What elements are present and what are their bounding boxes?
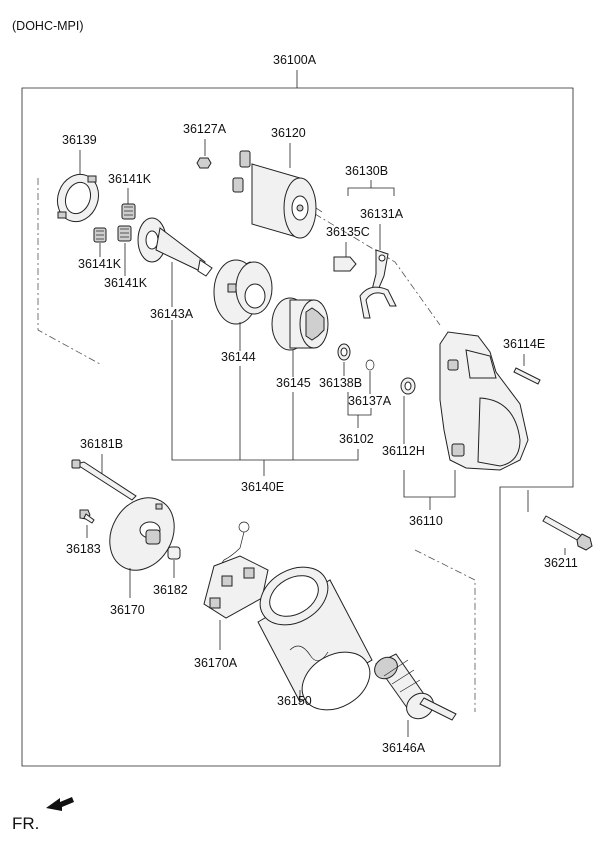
callout-36112H: 36112H — [382, 444, 425, 458]
callout-36110: 36110 — [409, 514, 443, 528]
stop-ring-part — [337, 343, 351, 361]
callout-36143A: 36143A — [150, 307, 194, 321]
brush-holder-part — [203, 521, 269, 619]
callout-36131A: 36131A — [360, 207, 404, 221]
callout-36141K-right: 36141K — [104, 276, 148, 290]
bushing-part — [400, 377, 416, 395]
stud-part — [513, 367, 541, 385]
internal-gear-part — [213, 259, 273, 325]
callout-36137A: 36137A — [348, 394, 392, 408]
callout-36141K-top: 36141K — [108, 172, 152, 186]
callout-36145: 36145 — [276, 376, 311, 390]
callout-36170: 36170 — [110, 603, 145, 617]
front-cover-part — [56, 173, 100, 223]
planet-gear-right — [117, 225, 132, 242]
callout-36211: 36211 — [544, 556, 578, 570]
callout-36181B: 36181B — [80, 437, 123, 451]
yoke-part — [257, 566, 373, 711]
callout-36146A: 36146A — [382, 741, 426, 755]
clutch-part — [271, 297, 329, 351]
callout-36140E: 36140E — [241, 480, 284, 494]
plunger-part — [333, 256, 357, 272]
callout-36120: 36120 — [271, 126, 306, 140]
callout-36144: 36144 — [221, 350, 256, 364]
through-bolt-part — [542, 515, 593, 551]
alignment-line-lower — [414, 549, 476, 712]
nut-part — [196, 157, 212, 169]
callout-36102: 36102 — [339, 432, 374, 446]
planet-gear-top — [121, 203, 136, 220]
callout-36139: 36139 — [62, 133, 97, 147]
callout-36182: 36182 — [153, 583, 188, 597]
solenoid-part — [232, 150, 323, 239]
alignment-line-upper — [37, 178, 101, 365]
callout-36100A: 36100A — [273, 53, 317, 67]
lever-part — [359, 249, 397, 319]
armature-part — [374, 653, 457, 721]
callout-36130B: 36130B — [345, 164, 388, 178]
assembly-frame — [21, 87, 574, 767]
callout-36114E: 36114E — [503, 337, 545, 351]
alignment-line-main — [314, 213, 441, 326]
callout-36170A: 36170A — [194, 656, 238, 670]
rear-bracket-part — [109, 497, 175, 571]
rear-bushing-part — [167, 546, 181, 560]
variant-label: (DOHC-MPI) — [12, 19, 84, 33]
callout-36127A: 36127A — [183, 122, 227, 136]
callout-36141K-left: 36141K — [78, 257, 122, 271]
front-housing-part — [439, 331, 529, 471]
planet-gear-left — [93, 227, 107, 243]
arrow-icon — [46, 797, 74, 811]
callout-36138B: 36138B — [319, 376, 362, 390]
snap-ring-part — [365, 359, 375, 371]
screw-part — [79, 509, 95, 524]
long-bolt-part — [71, 459, 137, 501]
front-label: FR. — [12, 814, 39, 833]
callout-36135C: 36135C — [326, 225, 370, 239]
callout-36183: 36183 — [66, 542, 101, 556]
callout-36150: 36150 — [277, 694, 312, 708]
callout-36140E-bracket — [171, 320, 359, 461]
planet-shaft-part — [137, 217, 213, 277]
